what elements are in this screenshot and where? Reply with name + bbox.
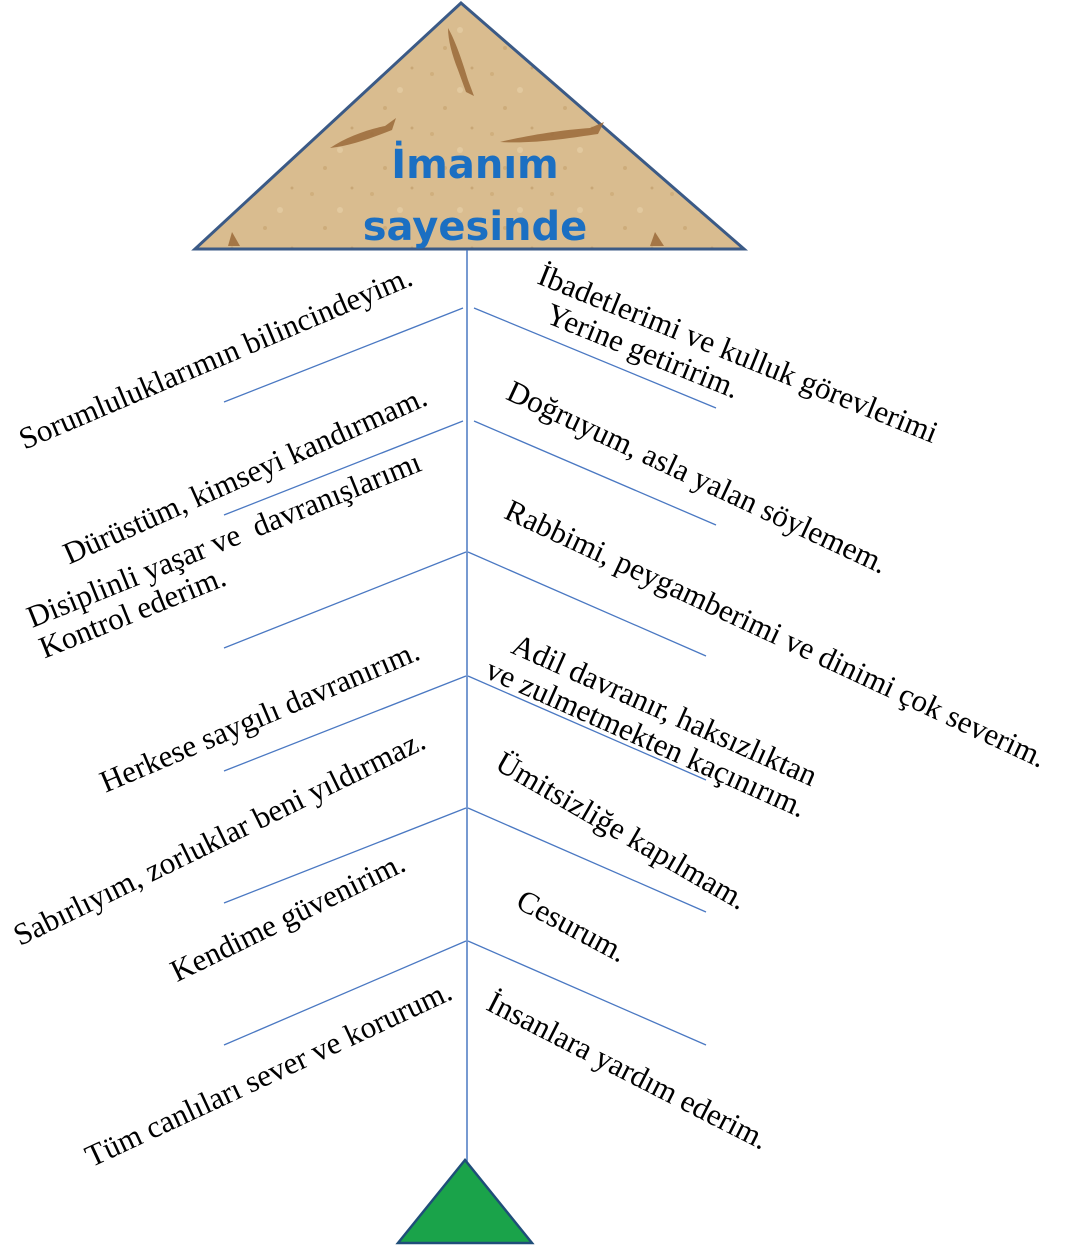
bone-left-6 [223,940,467,1046]
bone-left-4 [223,675,467,772]
head-title-line-2: sayesinde [362,204,588,250]
head-triangle [191,0,749,251]
tail-triangle [395,1158,535,1245]
bone-left-2 [223,420,464,516]
bone-left-3 [223,551,467,649]
bone-left-1 [223,307,464,403]
bone-right-1 [473,307,717,409]
bone-right-2 [473,420,717,526]
bone-right-6 [467,940,707,1046]
bone-right-4 [467,675,707,781]
bone-left-5 [223,807,467,904]
bone-right-5 [467,807,707,913]
head-title-line-1: İmanım [391,142,559,188]
head-title: İmanım sayesinde [360,134,590,258]
fossil-fish-icon [228,28,664,246]
bone-right-3 [467,551,707,657]
